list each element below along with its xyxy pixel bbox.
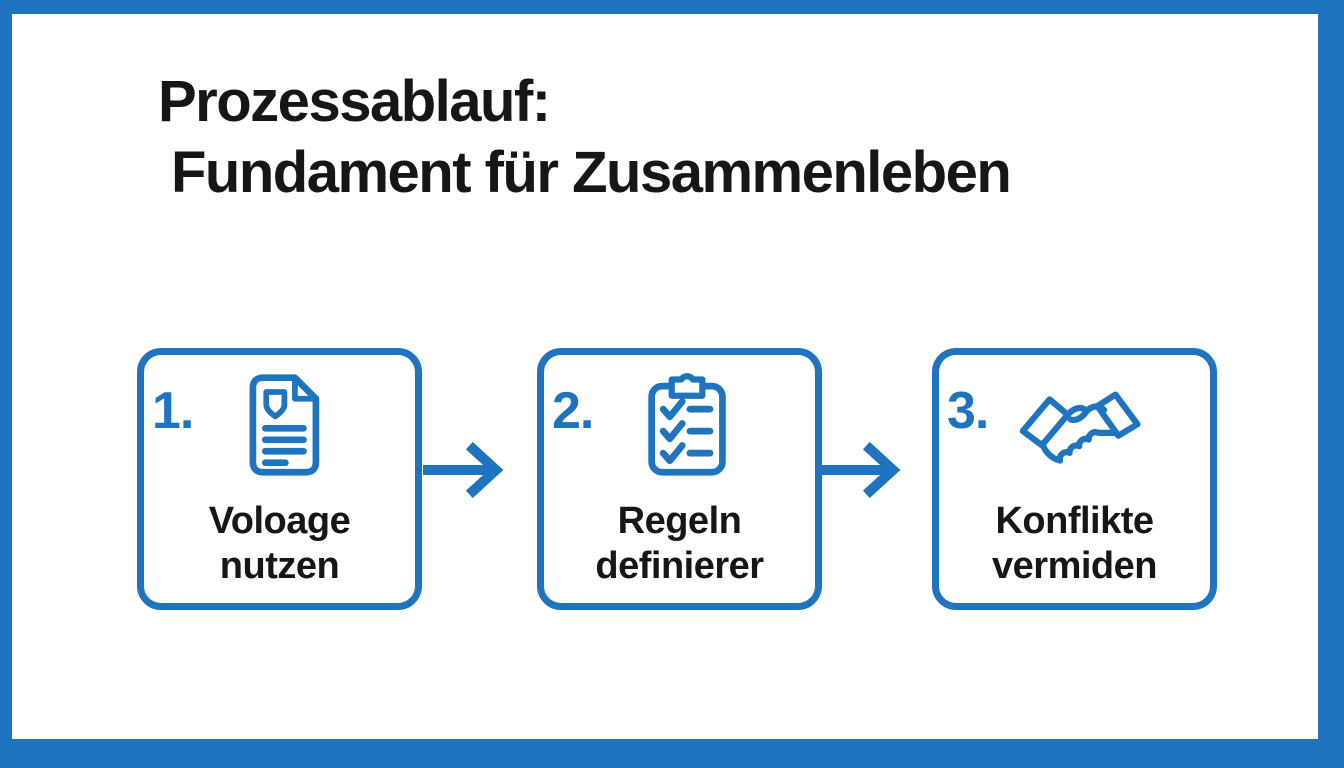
- step-label: Voloage nutzen: [144, 499, 415, 589]
- step-number: 1.: [152, 382, 194, 440]
- step-label: Konflikte vermiden: [939, 499, 1210, 589]
- handshake-icon: [1016, 383, 1144, 477]
- title-line-2: Fundament für Zusammenleben: [171, 140, 1012, 205]
- step-number: 2.: [552, 382, 594, 440]
- title-line-1: Prozessablauf:: [158, 69, 551, 134]
- step-label: Regeln definierer: [544, 499, 815, 589]
- step-label-line-1: Voloage: [208, 500, 351, 542]
- step-label-line-2: definierer: [595, 545, 764, 587]
- step-label-line-1: Regeln: [617, 500, 742, 542]
- checklist-clipboard-icon: [643, 367, 731, 478]
- step-label-line-1: Konflikte: [995, 500, 1154, 542]
- step-label-line-2: nutzen: [219, 545, 340, 587]
- document-template-icon: [240, 371, 328, 478]
- arrow-right-icon: [423, 441, 523, 503]
- step-card-2: 2. Regeln definierer: [537, 348, 822, 610]
- step-card-3: 3. Konflikte vermiden: [932, 348, 1217, 610]
- step-card-1: 1. Voloage nutzen: [137, 348, 422, 610]
- arrow-right-icon: [820, 441, 920, 503]
- step-label-line-2: vermiden: [992, 545, 1157, 587]
- step-number: 3.: [947, 382, 989, 440]
- page-title: Prozessablauf: Fundament für Zusammenleb…: [158, 66, 1012, 208]
